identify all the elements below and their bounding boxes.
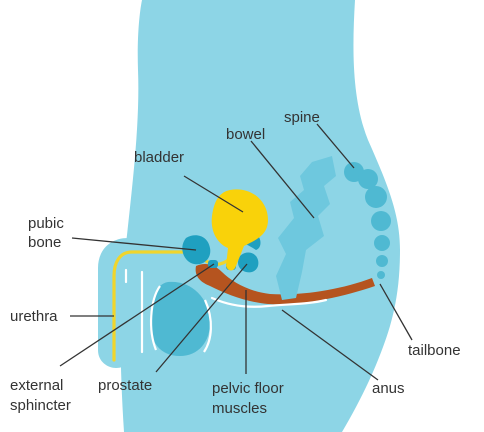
testicle-shape bbox=[150, 281, 211, 356]
pubic-bone bbox=[182, 235, 211, 265]
bladder-organ bbox=[211, 189, 268, 271]
label-pubic-bone-line-1: pubic bbox=[28, 215, 64, 232]
leader-external-sphincter bbox=[59, 263, 215, 367]
leader-bladder bbox=[183, 175, 244, 213]
leader-bowel bbox=[250, 140, 315, 219]
label-pubic-bone: pubic bone bbox=[28, 215, 68, 251]
label-pelvic-floor-muscles-line-2: muscles bbox=[212, 400, 267, 417]
leader-spine bbox=[316, 123, 355, 169]
label-pelvic-floor-muscles-line-1: pelvic floor bbox=[212, 380, 284, 397]
label-external-sphincter-line-1: external bbox=[10, 377, 63, 394]
leader-prostate bbox=[155, 263, 248, 373]
scrotum-outline bbox=[149, 285, 212, 353]
perineum-contour bbox=[210, 296, 328, 308]
leader-anus bbox=[281, 309, 379, 381]
prostate-gland bbox=[238, 252, 259, 273]
label-bladder: bladder bbox=[134, 149, 184, 166]
penis-shape bbox=[98, 238, 188, 368]
label-pelvic-floor-muscles: pelvic floor muscles bbox=[212, 380, 288, 417]
vertebra-4 bbox=[371, 211, 391, 231]
vertebra-5 bbox=[374, 235, 390, 251]
label-spine: spine bbox=[284, 109, 320, 126]
vertebra-6 bbox=[376, 255, 388, 267]
bowel-organ bbox=[276, 156, 336, 300]
vertebra-3 bbox=[365, 186, 387, 208]
leader-pubic-bone bbox=[71, 237, 197, 251]
label-bowel: bowel bbox=[226, 126, 265, 143]
label-anus: anus bbox=[372, 380, 405, 397]
vertebra-7 bbox=[377, 271, 385, 279]
label-prostate: prostate bbox=[98, 377, 152, 394]
pelvic-floor-muscle-band bbox=[195, 264, 375, 305]
label-external-sphincter-line-2: sphincter bbox=[10, 397, 71, 414]
label-pubic-bone-line-2: bone bbox=[28, 234, 61, 251]
vertebra-2 bbox=[358, 169, 378, 189]
label-urethra: urethra bbox=[10, 308, 58, 325]
leader-tailbone bbox=[379, 283, 413, 341]
label-external-sphincter: external sphincter bbox=[10, 377, 71, 414]
label-tailbone: tailbone bbox=[408, 342, 461, 359]
